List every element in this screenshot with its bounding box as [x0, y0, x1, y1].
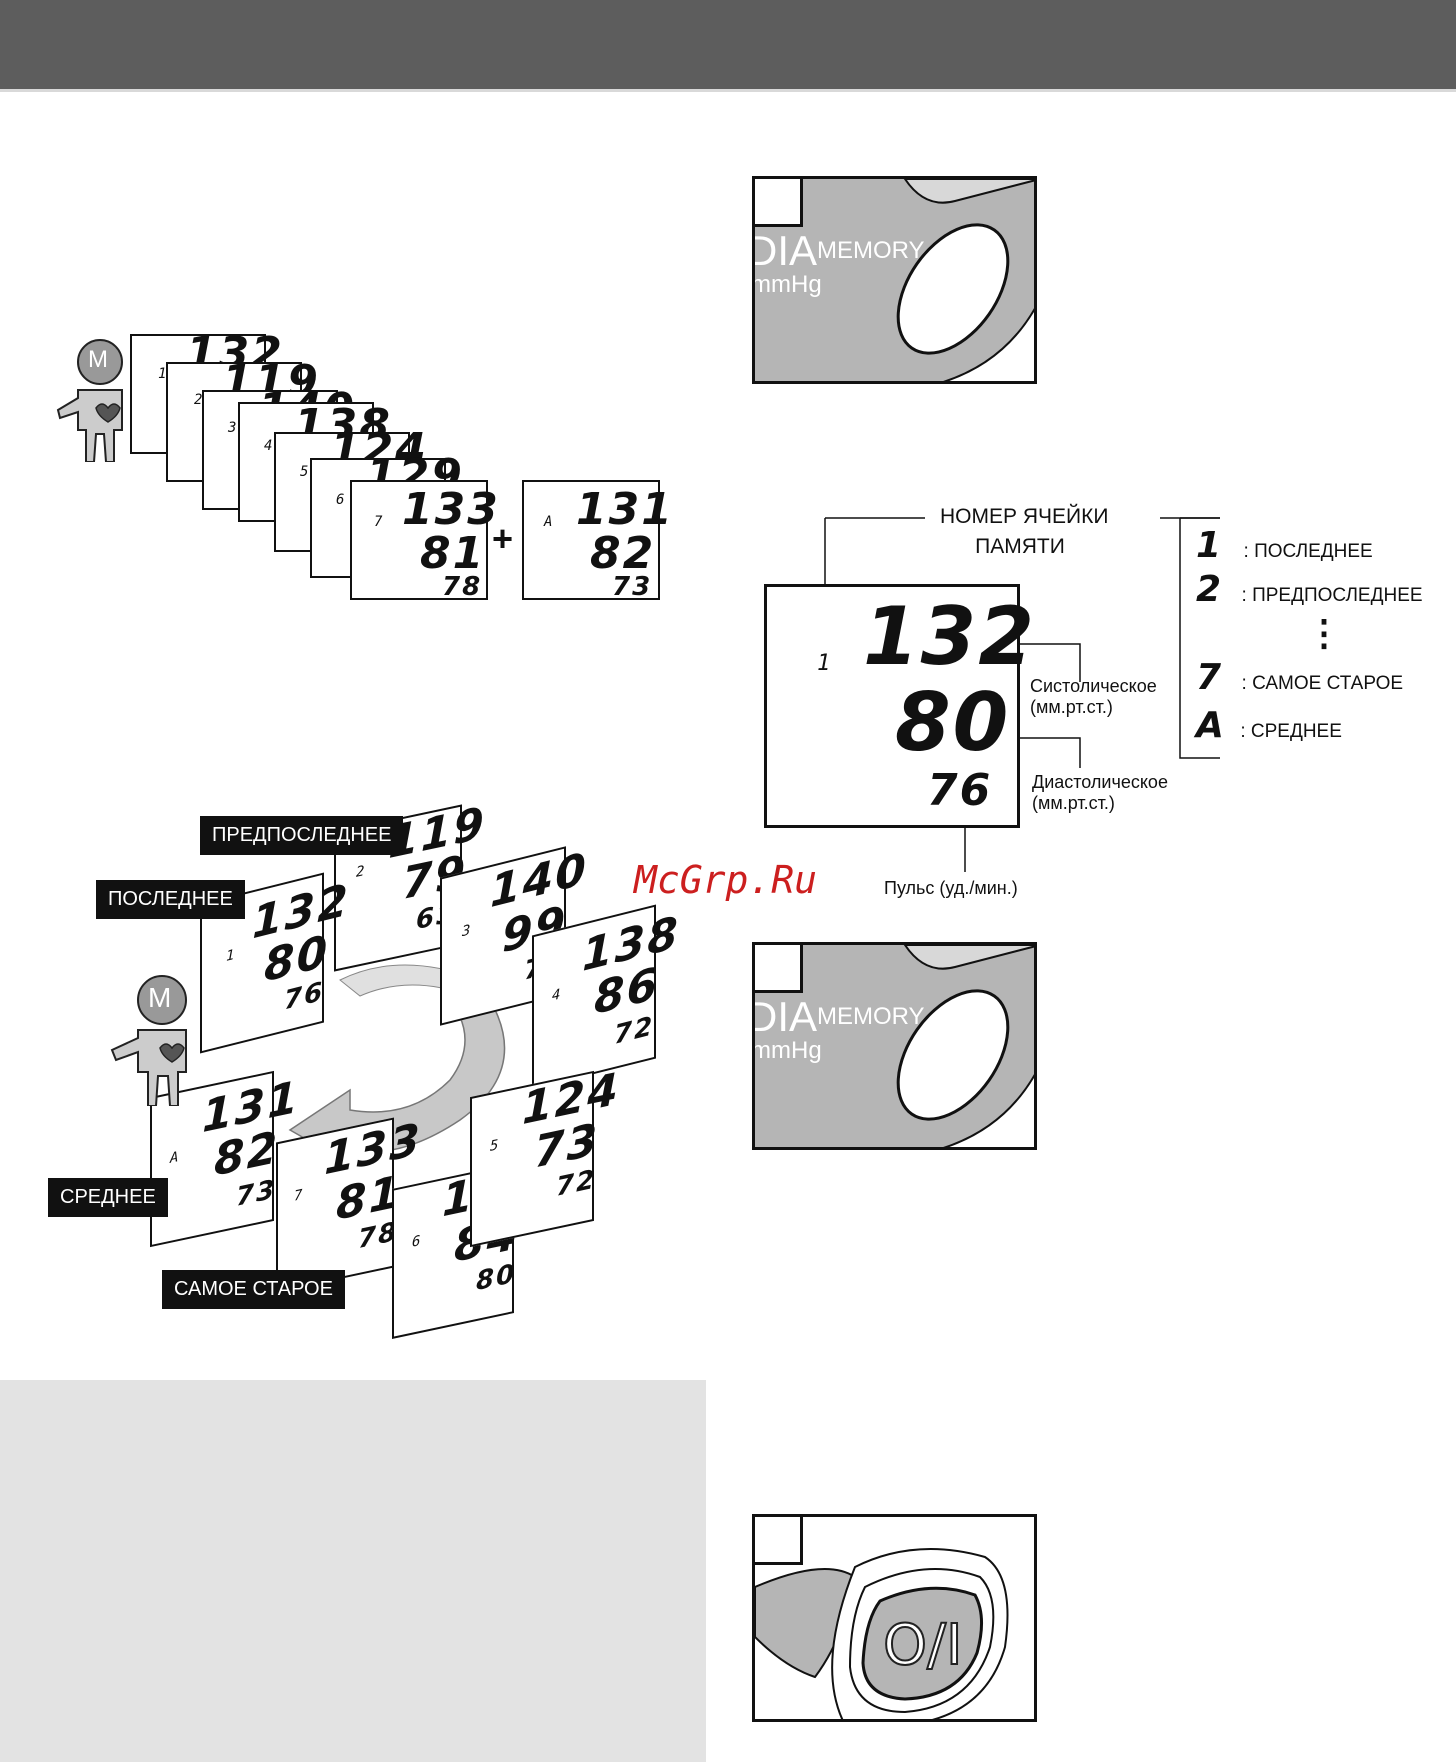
example-lcd-display: 1 132 80 76 — [764, 584, 1034, 828]
plus-sign: + — [492, 518, 514, 559]
memory-slot-label: НОМЕР ЯЧЕЙКИ ПАМЯТИ — [940, 505, 1109, 559]
grey-info-panel — [0, 1380, 706, 1762]
step-number-box — [755, 945, 803, 993]
diastolic-value: 80 — [895, 676, 1011, 769]
pulse-value: 76 — [927, 765, 993, 816]
step-number-box — [755, 1517, 803, 1565]
power-button-icon[interactable] — [755, 1517, 1037, 1722]
average-card: A 131 82 73 — [522, 480, 672, 600]
legend-item-prelast: 2 : ПРЕДПОСЛЕДНЕЕ — [1196, 569, 1423, 610]
tag-oldest: САМОЕ СТАРОЕ — [162, 1270, 345, 1309]
person-icon — [56, 339, 123, 463]
tag-average: СРЕДНЕЕ — [48, 1178, 168, 1217]
systolic-label: Систолическое (мм.рт.ст.) — [1030, 676, 1157, 717]
legend-ellipsis: ⋮ — [1306, 612, 1342, 653]
pulse-label: Пульс (уд./мин.) — [884, 878, 1018, 898]
memory-label: MEMORY — [817, 1003, 925, 1030]
systolic-value: 132 — [863, 590, 1036, 683]
power-symbol-text: O/I — [882, 1612, 963, 1679]
memory-slot-number: 1 — [817, 651, 831, 676]
memory-button-icon[interactable] — [755, 945, 1037, 1150]
memory-button-icon[interactable] — [755, 179, 1037, 384]
person-letter: M — [88, 346, 108, 373]
tag-prelast: ПРЕДПОСЛЕДНЕЕ — [200, 816, 404, 855]
memory-label: MEMORY — [817, 237, 925, 264]
device-power-panel: O/I — [752, 1514, 1037, 1722]
step-number-box — [755, 179, 803, 227]
legend-item-average: A : СРЕДНЕЕ — [1196, 705, 1342, 746]
legend-item-oldest: 7 : САМОЕ СТАРОЕ — [1196, 657, 1404, 698]
watermark-logo: McGrp.Ru — [634, 858, 818, 902]
cycle-card-5: 5 124 73 72 — [470, 1063, 620, 1248]
header-bar — [0, 0, 1456, 92]
person-figure-top: M — [56, 332, 136, 463]
cycle-card-4: 4 138 86 72 — [532, 904, 680, 1090]
memory-card-7: 7 133 81 78 — [350, 480, 498, 600]
device-memory-panel-1: DIA mmHg MEMORY — [752, 176, 1037, 384]
tag-last: ПОСЛЕДНЕЕ — [96, 880, 245, 919]
diastolic-label: Диастолическое (мм.рт.ст.) — [1032, 772, 1168, 813]
person-letter: M — [148, 982, 172, 1013]
legend-item-last: 1 : ПОСЛЕДНЕЕ — [1196, 525, 1373, 566]
person-figure-cycle: M — [108, 966, 208, 1107]
device-memory-panel-2: DIA mmHg MEMORY — [752, 942, 1037, 1150]
cycle-card-7: 7 133 81 78 — [276, 1114, 422, 1293]
person-icon — [110, 975, 187, 1107]
